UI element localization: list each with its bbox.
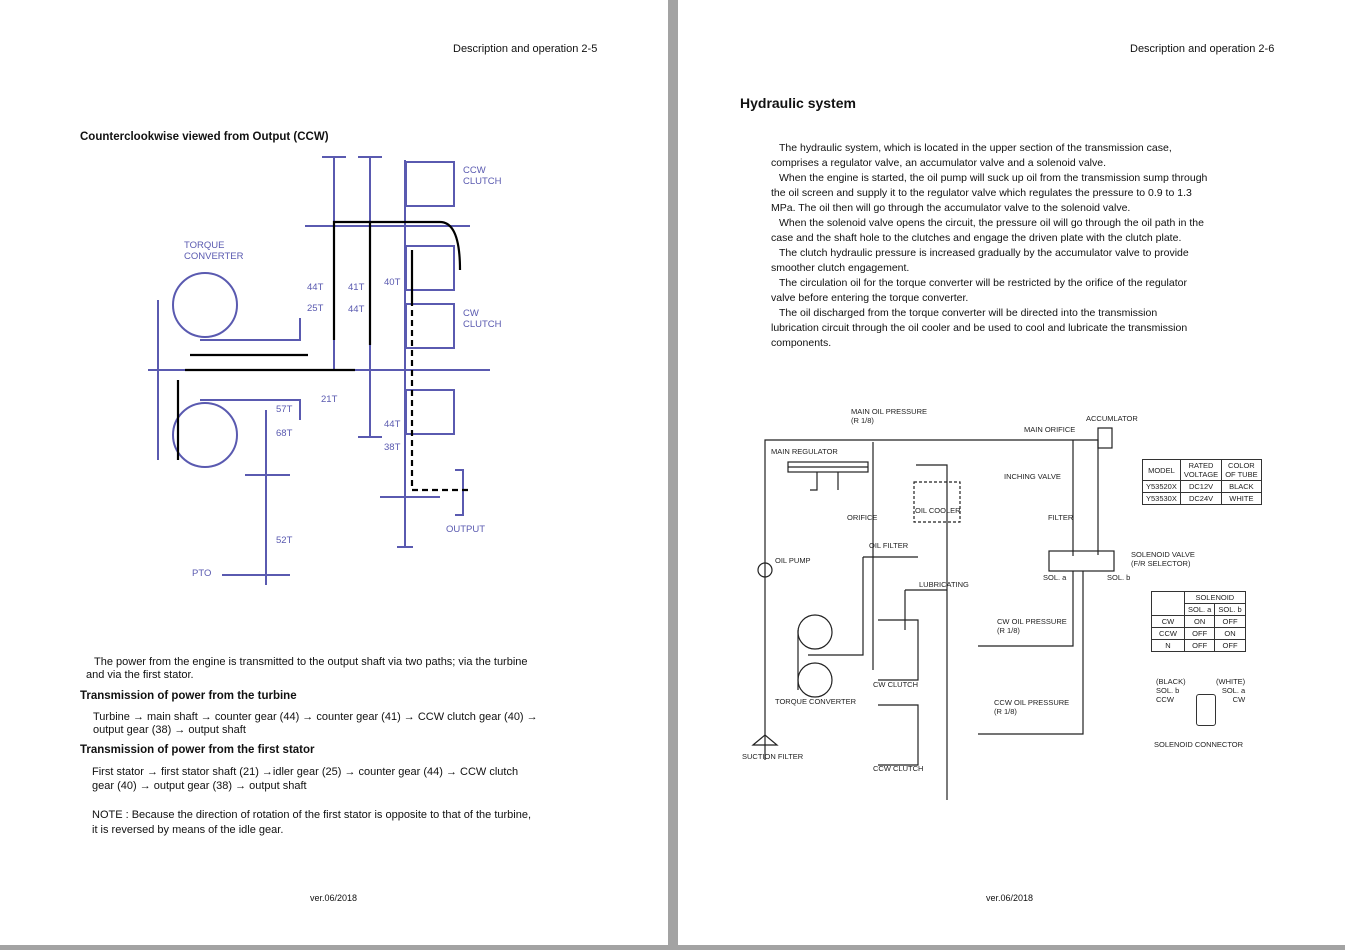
- section-heading: Transmission of power from the first sta…: [80, 744, 315, 756]
- paragraph-line: comprises a regulator valve, an accumula…: [771, 157, 1107, 169]
- note-text: it is reversed by means of the idle gear…: [92, 824, 284, 836]
- suction-filter-label: SUCTION FILTER: [742, 752, 804, 761]
- gear-38t-label: 38T: [384, 442, 401, 453]
- right-page: Description and operation 2-6 Hydraulic …: [678, 0, 1345, 945]
- paragraph-line: the oil screen and supply it to the regu…: [771, 187, 1192, 199]
- paragraph-line: The oil discharged from the torque conve…: [779, 307, 1158, 319]
- paragraph-line: case and the shaft hole to the clutches …: [771, 232, 1182, 244]
- gear-44t-label: 44T: [384, 419, 401, 430]
- gear-41t-label: 41T: [348, 282, 365, 293]
- page-footer: ver.06/2018: [986, 893, 1034, 903]
- main-regulator-label: MAIN REGULATOR: [771, 447, 838, 456]
- header-cell: MODEL: [1142, 459, 1181, 481]
- intro-line: The power from the engine is transmitted…: [94, 656, 528, 668]
- section-text: gear (40) → output gear (38) → output sh…: [92, 780, 307, 792]
- page-header: Description and operation 2-6: [1130, 43, 1275, 55]
- main-orifice-label: MAIN ORIFICE: [1024, 425, 1076, 434]
- paragraph-line: The hydraulic system, which is located i…: [779, 142, 1172, 154]
- gear-44t-label: 44T: [348, 304, 365, 315]
- page-footer: ver.06/2018: [310, 893, 358, 903]
- paragraph-line: smoother clutch engagement.: [771, 262, 910, 274]
- left-page: Description and operation 2-5 Counterclo…: [0, 0, 668, 945]
- main-oil-pressure-label: MAIN OIL PRESSURE(R 1/8): [851, 407, 927, 425]
- section-text: output gear (38) → output shaft: [93, 724, 246, 736]
- gear-44t-label: 44T: [307, 282, 324, 293]
- gear-52t-label: 52T: [276, 535, 293, 546]
- gear-68t-label: 68T: [276, 428, 293, 439]
- paragraph-line: components.: [771, 337, 832, 349]
- sol-b-label: SOL. b: [1107, 573, 1131, 582]
- filter-label: FILTER: [1048, 513, 1074, 522]
- paragraph-line: lubrication circuit through the oil cool…: [771, 322, 1188, 334]
- cw-clutch-label: CW CLUTCH: [873, 680, 918, 689]
- solenoid-connector-label: SOLENOID CONNECTOR: [1154, 740, 1244, 749]
- solenoid-connector-icon: [1196, 694, 1216, 726]
- power-flow-diagram: [148, 156, 490, 585]
- paragraph-line: When the solenoid valve opens the circui…: [779, 217, 1204, 229]
- paragraph-line: MPa. The oil then will go through the ac…: [771, 202, 1131, 214]
- page-header: Description and operation 2-5: [453, 43, 598, 55]
- note-text: NOTE : Because the direction of rotation…: [92, 809, 532, 821]
- diagram-title: Counterclookwise viewed from Output (CCW…: [80, 131, 329, 143]
- torque-converter-label: TORQUE CONVERTER: [775, 697, 856, 706]
- ccw-clutch-label: CCW CLUTCH: [873, 764, 924, 773]
- section-text: First stator → first stator shaft (21) →…: [92, 766, 519, 778]
- lubricating-label: LUBRICATING: [919, 580, 969, 589]
- oil-pump-label: OIL PUMP: [775, 556, 811, 565]
- section-title: Hydraulic system: [740, 95, 856, 111]
- paragraph-line: The circulation oil for the torque conve…: [779, 277, 1187, 289]
- pto-label: PTO: [192, 568, 212, 579]
- inching-valve-label: INCHING VALVE: [1004, 472, 1061, 481]
- paragraph-line: valve before entering the torque convert…: [771, 292, 969, 304]
- sol-a-label: SOL. a: [1043, 573, 1067, 582]
- output-label: OUTPUT: [446, 524, 486, 535]
- solenoid-valve-label: SOLENOID VALVE(F/R SELECTOR): [1131, 550, 1195, 568]
- paragraph-line: The clutch hydraulic pressure is increas…: [779, 247, 1189, 259]
- oil-cooler-label: OIL COOLER: [915, 506, 961, 515]
- section-heading: Transmission of power from the turbine: [80, 690, 297, 702]
- paragraph-line: When the engine is started, the oil pump…: [779, 172, 1208, 184]
- accumulator-label: ACCUMLATOR: [1086, 414, 1138, 423]
- gear-25t-label: 25T: [307, 303, 324, 314]
- header-cell: SOLENOID: [1184, 591, 1246, 604]
- gear-40t-label: 40T: [384, 277, 401, 288]
- gear-21t-label: 21T: [321, 394, 338, 405]
- intro-line: and via the first stator.: [86, 669, 194, 681]
- oil-filter-label: OIL FILTER: [869, 541, 909, 550]
- ccw-oil-pressure-label: CCW OIL PRESSURE(R 1/8): [994, 698, 1070, 716]
- orifice-label: ORIFICE: [847, 513, 878, 522]
- cw-oil-pressure-label: CW OIL PRESSURE(R 1/8): [997, 617, 1067, 635]
- section-text: Turbine → main shaft → counter gear (44)…: [93, 711, 538, 723]
- gear-57t-label: 57T: [276, 404, 293, 415]
- hydraulic-diagram: [751, 427, 1115, 800]
